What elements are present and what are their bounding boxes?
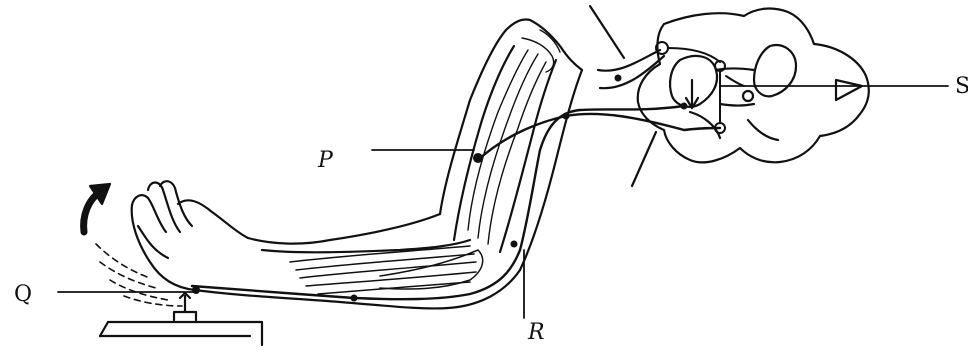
pointer-lines: [58, 86, 948, 318]
cord-triangle: [836, 80, 862, 100]
label-p: P: [318, 150, 333, 172]
ventral-root: [632, 132, 656, 186]
table-platform: [100, 322, 262, 345]
cord-arrow: [686, 80, 698, 108]
label-q: Q: [14, 284, 32, 306]
sensory-neuron: [192, 106, 684, 299]
label-s: S: [955, 76, 968, 98]
withdrawal-arrow: [84, 184, 110, 232]
motion-lines: [96, 244, 182, 306]
label-r: R: [528, 322, 545, 344]
upper-arm-outline: [440, 19, 582, 270]
grey-matter: [670, 45, 796, 140]
central-canal: [743, 91, 753, 101]
dorsal-root: [590, 6, 664, 88]
